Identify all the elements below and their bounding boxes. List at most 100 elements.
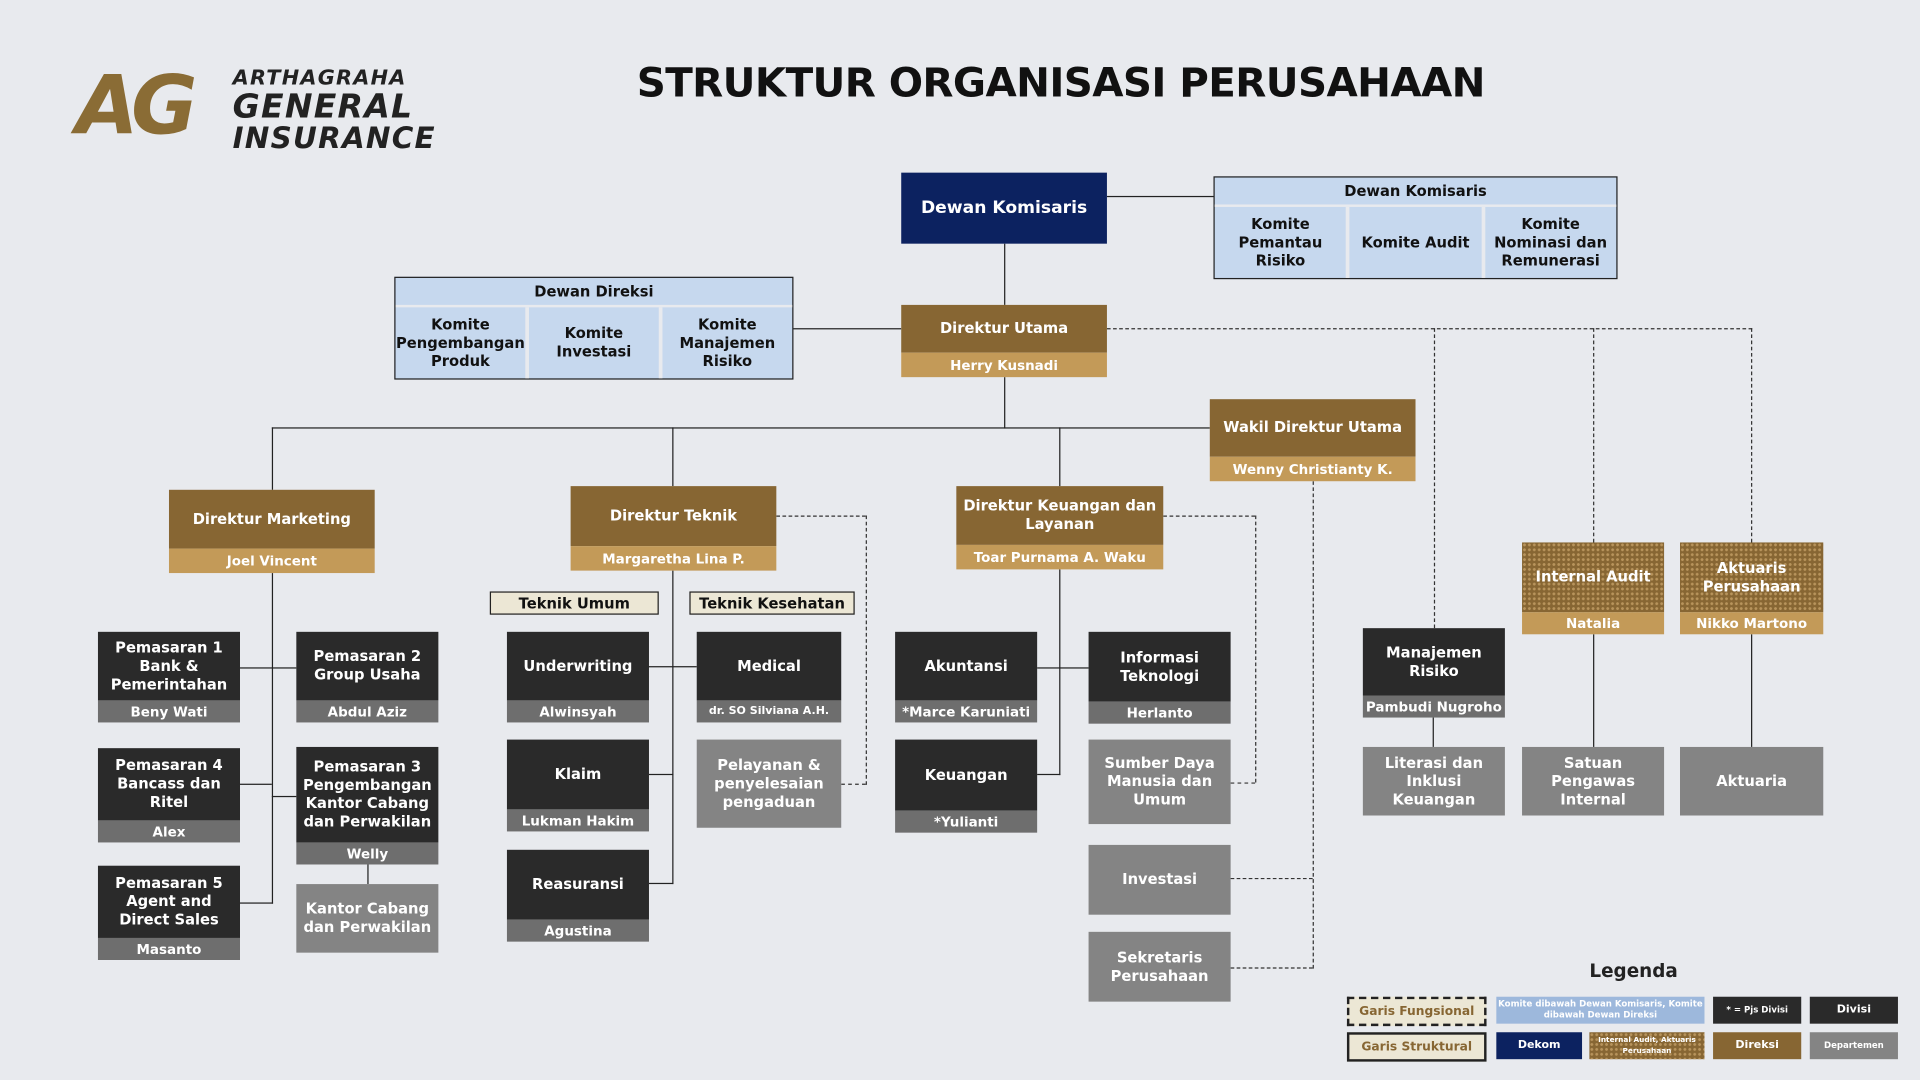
dewan-komisaris-box: Dewan Komisaris bbox=[901, 172, 1107, 244]
teknik-kesehatan-label: Teknik Kesehatan bbox=[689, 591, 855, 615]
box-name: Abdul Aziz bbox=[296, 700, 439, 723]
wakil-direktur-utama-box: Wakil Direktur Utama Wenny Christianty K… bbox=[1209, 399, 1416, 482]
sekretaris-perusahaan-box: Sekretaris Perusahaan bbox=[1088, 931, 1231, 1002]
manajemen-risiko-box: Manajemen Risiko Pambudi Nugroho bbox=[1362, 628, 1505, 718]
functional-line bbox=[1230, 967, 1313, 969]
connector bbox=[1059, 427, 1061, 487]
komite-pemantau-risiko: Komite Pemantau Risiko bbox=[1238, 214, 1323, 269]
box-title: Wakil Direktur Utama bbox=[1209, 399, 1416, 457]
box-title: Akuntansi bbox=[895, 631, 1038, 701]
legend-internal-audit: Internal Audit, Aktuaris Perusahaan bbox=[1589, 1032, 1705, 1060]
pemasaran-4-box: Pemasaran 4 Bancass dan Ritel Alex bbox=[97, 748, 241, 843]
box-name: Herlanto bbox=[1088, 701, 1231, 724]
box-title: Reasuransi bbox=[506, 849, 649, 920]
internal-audit-box: Internal Audit Natalia bbox=[1522, 542, 1665, 635]
connector bbox=[271, 427, 1210, 429]
functional-line bbox=[1230, 877, 1313, 880]
box-title: Underwriting bbox=[506, 631, 649, 701]
legend-komite: Komite dibawah Dewan Komisaris, Komite d… bbox=[1496, 996, 1705, 1024]
box-name: Natalia bbox=[1522, 612, 1665, 635]
box-title: Direktur Keuangan dan Layanan bbox=[956, 486, 1164, 545]
connector bbox=[648, 882, 674, 885]
box-title: Sekretaris Perusahaan bbox=[1088, 931, 1231, 1002]
box-title: Investasi bbox=[1088, 844, 1231, 915]
box-name: dr. SO Silviana A.H. bbox=[696, 700, 842, 723]
panel-title: Dewan Direksi bbox=[395, 278, 793, 308]
komite-nominasi-remunerasi: Komite Nominasi dan Remunerasi bbox=[1481, 206, 1616, 278]
connector bbox=[1106, 195, 1215, 198]
functional-line bbox=[1255, 515, 1257, 783]
connector bbox=[1004, 377, 1006, 429]
connector bbox=[1037, 773, 1061, 776]
klaim-box: Klaim Lukman Hakim bbox=[506, 739, 649, 832]
box-name: Joel Vincent bbox=[168, 548, 375, 574]
box-title: Literasi dan Inklusi Keuangan bbox=[1362, 746, 1505, 816]
connector bbox=[1059, 569, 1061, 776]
box-title: Internal Audit bbox=[1522, 542, 1665, 613]
connector bbox=[271, 427, 274, 490]
pemasaran-2-box: Pemasaran 2 Group Usaha Abdul Aziz bbox=[296, 631, 439, 723]
dewan-komisaris-label: Dewan Komisaris bbox=[920, 198, 1088, 218]
functional-line bbox=[1230, 782, 1256, 784]
akuntansi-box: Akuntansi *Marce Karuniati bbox=[895, 631, 1038, 723]
box-title: Direktur Marketing bbox=[168, 489, 375, 549]
connector bbox=[1004, 243, 1006, 305]
connector bbox=[647, 666, 697, 668]
box-name: Beny Wati bbox=[97, 700, 241, 723]
sdm-umum-box: Sumber Daya Manusia dan Umum bbox=[1088, 739, 1231, 825]
box-title: Pemasaran 4 Bancass dan Ritel bbox=[97, 748, 241, 821]
connector bbox=[1432, 717, 1434, 747]
satuan-pengawas-internal-box: Satuan Pengawas Internal bbox=[1522, 746, 1665, 816]
functional-line bbox=[841, 783, 866, 785]
keuangan-box: Keuangan *Yulianti bbox=[895, 739, 1038, 833]
connector bbox=[1593, 634, 1595, 747]
box-name: Margaretha Lina P. bbox=[570, 546, 777, 571]
connector bbox=[240, 902, 274, 904]
functional-line bbox=[1593, 328, 1595, 543]
box-title: Pelayanan & penyelesaian pengaduan bbox=[696, 739, 842, 828]
box-title: Sumber Daya Manusia dan Umum bbox=[1088, 739, 1231, 825]
box-title: Pemasaran 3 Pengembangan Kantor Cabang d… bbox=[296, 746, 439, 843]
box-title: Direktur Teknik bbox=[570, 486, 777, 547]
panel-title: Dewan Komisaris bbox=[1214, 178, 1617, 207]
box-name: Herry Kusnadi bbox=[901, 352, 1107, 378]
box-title: Aktuaria bbox=[1680, 746, 1824, 816]
functional-line bbox=[1312, 481, 1314, 969]
box-title: Satuan Pengawas Internal bbox=[1522, 746, 1665, 816]
teknik-umum-label: Teknik Umum bbox=[489, 591, 659, 615]
logo-line-3: INSURANCE bbox=[232, 121, 436, 156]
connector bbox=[271, 795, 297, 798]
connector bbox=[240, 667, 297, 669]
box-name: Toar Purnama A. Waku bbox=[956, 544, 1164, 570]
informasi-teknologi-box: Informasi Teknologi Herlanto bbox=[1088, 631, 1231, 724]
page-title: STRUKTUR ORGANISASI PERUSAHAAN bbox=[636, 58, 1486, 107]
functional-line bbox=[776, 515, 866, 517]
legend-dekom: Dekom bbox=[1496, 1032, 1583, 1060]
komite-pengembangan-produk: Komite Pengembangan Produk bbox=[396, 315, 525, 370]
aktuaris-perusahaan-box: Aktuaris Perusahaan Nikko Martono bbox=[1680, 542, 1824, 635]
pemasaran-3-box: Pemasaran 3 Pengembangan Kantor Cabang d… bbox=[296, 746, 439, 865]
box-name: *Yulianti bbox=[895, 810, 1038, 833]
box-title: Manajemen Risiko bbox=[1362, 628, 1505, 696]
investasi-box: Investasi bbox=[1088, 844, 1231, 915]
pemasaran-1-box: Pemasaran 1 Bank & Pemerintahan Beny Wat… bbox=[97, 631, 241, 723]
box-title: Pemasaran 2 Group Usaha bbox=[296, 631, 439, 701]
logo-line-2: GENERAL bbox=[232, 88, 414, 127]
medical-box: Medical dr. SO Silviana A.H. bbox=[696, 631, 842, 723]
komisaris-committee-panel: Dewan Komisaris Komite Pemantau Risiko K… bbox=[1213, 176, 1618, 280]
company-logo-mark: AG bbox=[75, 58, 198, 154]
box-name: Lukman Hakim bbox=[506, 809, 649, 832]
box-name: Alex bbox=[97, 820, 241, 843]
aktuaria-box: Aktuaria bbox=[1680, 746, 1824, 816]
functional-line bbox=[1433, 328, 1436, 629]
connector bbox=[1037, 667, 1089, 669]
connector bbox=[1751, 634, 1753, 747]
legend-departemen: Departemen bbox=[1809, 1032, 1898, 1060]
direktur-utama-box: Direktur Utama Herry Kusnadi bbox=[901, 304, 1107, 378]
box-title: Medical bbox=[696, 631, 842, 701]
company-logo-text: ARTHAGRAHA GENERAL INSURANCE bbox=[232, 68, 436, 156]
functional-line bbox=[865, 515, 867, 785]
connector bbox=[793, 328, 902, 330]
pelayanan-pengaduan-box: Pelayanan & penyelesaian pengaduan bbox=[696, 739, 842, 828]
